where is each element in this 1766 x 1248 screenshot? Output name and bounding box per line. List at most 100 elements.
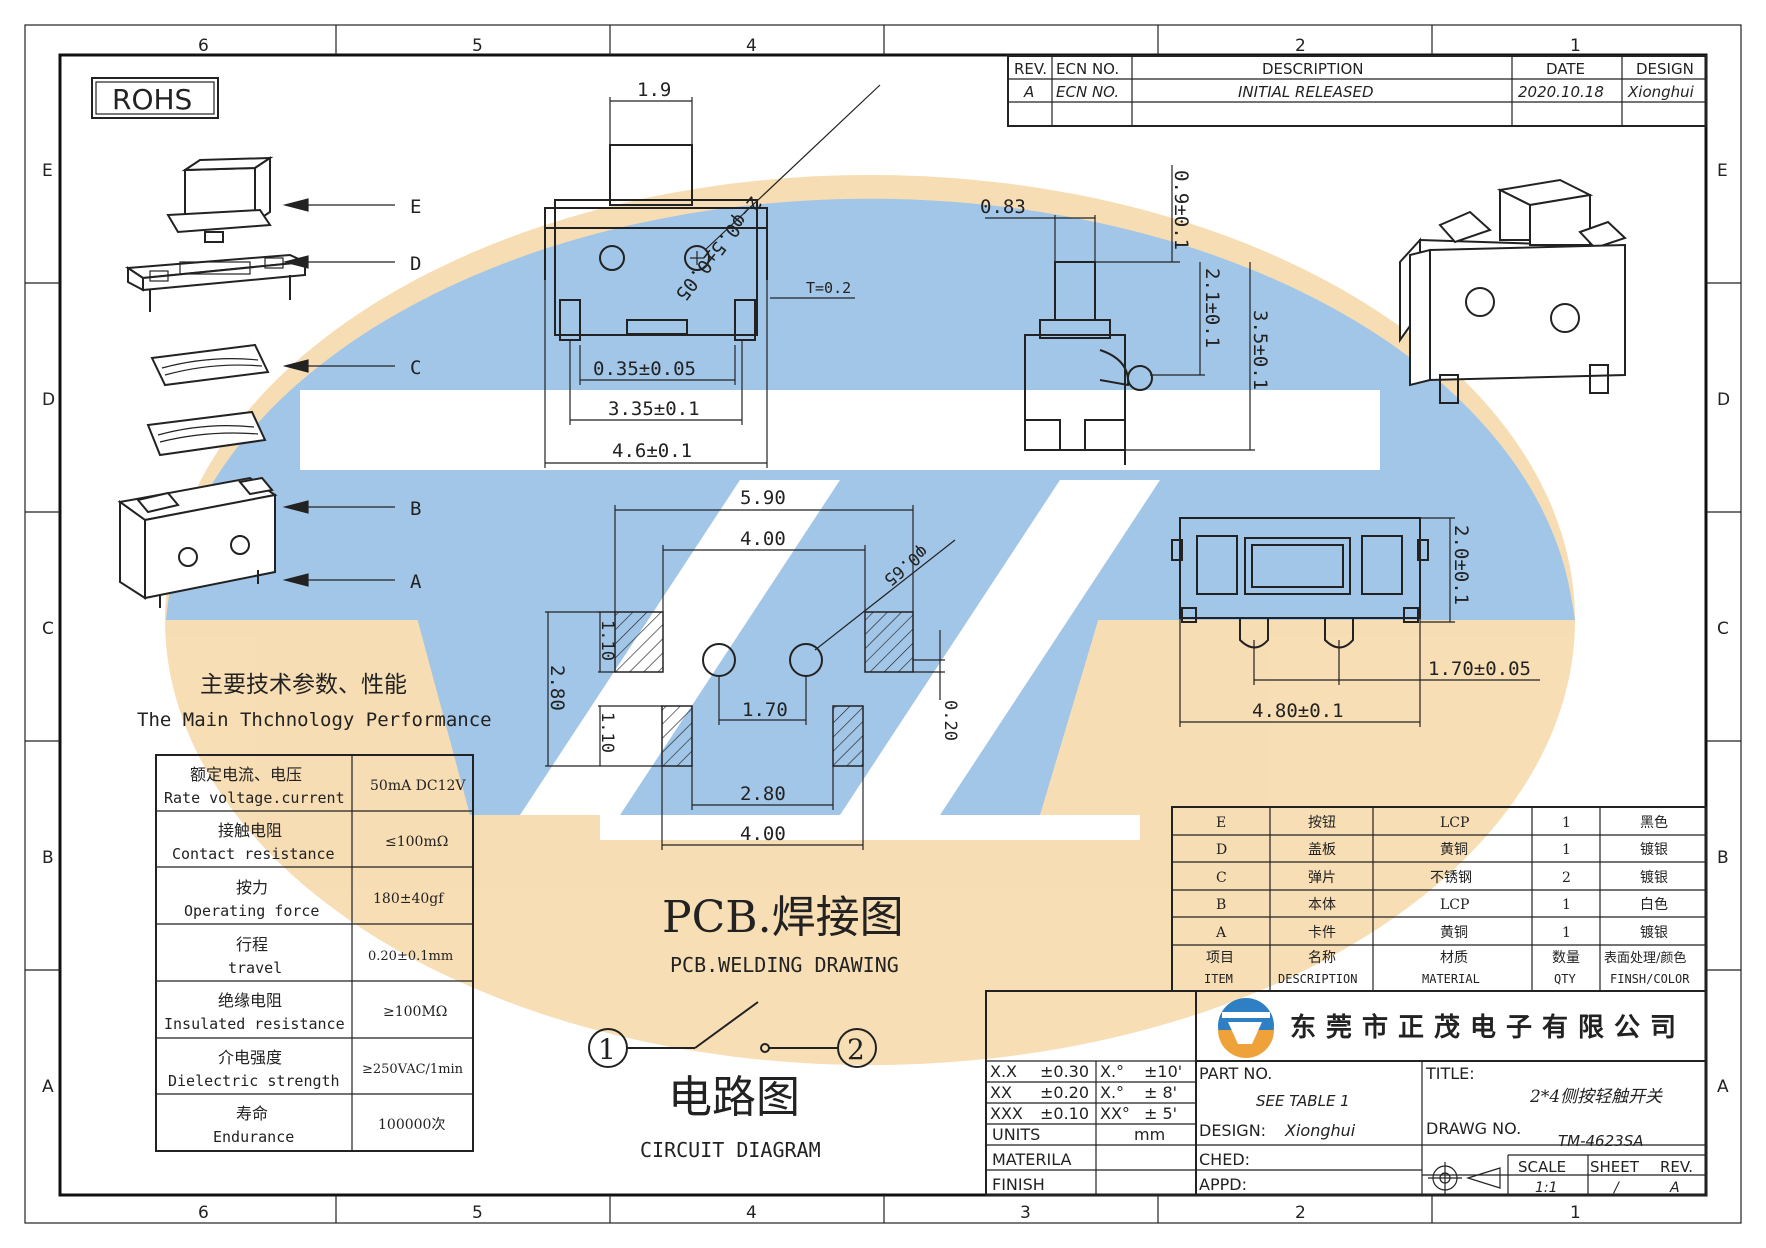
bom-cell: 盖板 — [1308, 842, 1336, 858]
bom-cell: D — [1216, 842, 1227, 858]
tol-cell: ± 8' — [1144, 1083, 1177, 1102]
pcb-pad — [864, 611, 914, 673]
spec-en: Contact resistance — [172, 845, 335, 863]
tol-cell: X.° — [1100, 1083, 1124, 1102]
dim-4-80: 4.80±0.1 — [1252, 700, 1344, 722]
bom-header-cn: 项目 — [1206, 950, 1234, 966]
bom-cell: 1 — [1562, 897, 1571, 913]
grid-col-3-bottom: 3 — [1020, 1203, 1031, 1223]
spec-value: 0.20±0.1mm — [368, 949, 453, 964]
bom-cell: B — [1216, 897, 1226, 913]
design-value: Xionghui — [1627, 83, 1695, 101]
spec-value: 50mA DC12V — [370, 778, 466, 794]
grid-col-5-bottom: 5 — [472, 1203, 483, 1223]
bom-header-en: ITEM — [1204, 972, 1233, 986]
materila-label: MATERILA — [992, 1150, 1072, 1169]
dim-2-80-vertical: 2.80 — [546, 665, 568, 711]
bom-table: E 按钮 LCP 1 黑色 D 盖板 黄铜 1 镀银 C 弹片 不锈钢 2 镀银… — [1171, 806, 1707, 992]
pcb-pad — [832, 705, 864, 767]
rohs-box — [91, 77, 219, 119]
spec-value: ≤100mΩ — [385, 834, 448, 850]
grid-row-a-right: A — [1717, 1077, 1729, 1097]
dim-1-10-top: 1.10 — [597, 620, 617, 661]
description-header: DESCRIPTION — [1262, 60, 1364, 78]
grid-col-1-bottom: 1 — [1570, 1203, 1581, 1223]
bom-cell: LCP — [1440, 815, 1469, 831]
isometric-view — [1399, 178, 1627, 404]
spec-cn: 按力 — [236, 878, 268, 897]
bom-cell: 1 — [1562, 815, 1571, 831]
grid-row-c-left: C — [42, 619, 54, 639]
spec-cn: 额定电流、电压 — [190, 765, 302, 784]
units-label: UNITS — [992, 1125, 1040, 1144]
pcb-pad — [661, 705, 693, 767]
description-value: INITIAL RELEASED — [1238, 83, 1374, 101]
outer-frame — [24, 24, 1742, 1224]
dim-3-35: 3.35±0.1 — [608, 398, 700, 420]
dim-0-20: 0.20 — [940, 700, 960, 741]
ecn-value: ECN NO. — [1056, 83, 1119, 101]
tol-cell: ±0.20 — [1040, 1083, 1089, 1102]
design-value: Xionghui — [1284, 1121, 1356, 1140]
tol-cell: ±10' — [1144, 1062, 1182, 1081]
bom-header-cn: 数量 — [1552, 950, 1580, 966]
callout-d: D — [410, 253, 421, 275]
date-header: DATE — [1546, 60, 1585, 78]
rev-header: REV. — [1014, 60, 1047, 78]
pcb-welding-drawing: 1.70 5.90 4.00 1.10 2.80 1.10 φ0.65 0.20… — [545, 487, 960, 977]
bom-header-en: DESCRIPTION — [1278, 972, 1357, 986]
spec-cn: 寿命 — [236, 1104, 268, 1123]
company-logo — [1218, 998, 1274, 1058]
dim-3-5: 3.5±0.1 — [1249, 310, 1271, 390]
spec-value: ≥250VAC/1min — [362, 1062, 464, 1077]
ched-label: CHED: — [1199, 1150, 1250, 1169]
spec-en: Endurance — [213, 1128, 294, 1146]
grid-labels: 6 5 4 2 1 6 5 4 3 2 1 E D C B A E D C B … — [42, 36, 1730, 1223]
spec-en: Dielectric strength — [168, 1072, 340, 1090]
pcb-title-cn: PCB.焊接图 — [662, 892, 904, 943]
bom-cell: 镀银 — [1640, 924, 1668, 941]
bom-cell: 本体 — [1308, 897, 1336, 913]
bom-cell: 黄铜 — [1440, 924, 1468, 941]
appd-label: APPD: — [1199, 1175, 1247, 1194]
grid-col-5-top: 5 — [472, 36, 483, 56]
tol-cell: XXX — [990, 1104, 1023, 1123]
dim-1-9: 1.9 — [637, 79, 671, 101]
grid-col-2-bottom: 2 — [1295, 1203, 1306, 1223]
dim-2-80-horizontal: 2.80 — [740, 783, 786, 805]
bottom-view: 2.0±0.1 1.70±0.05 4.80±0.1 — [1171, 517, 1540, 727]
design-label: DESIGN: — [1199, 1121, 1266, 1140]
revision-table: REV. ECN NO. DESCRIPTION DATE DESIGN A E… — [1007, 55, 1707, 127]
grid-row-d-right: D — [1717, 390, 1730, 410]
dim-4-6: 4.6±0.1 — [612, 440, 692, 462]
dim-0-83: 0.83 — [980, 196, 1026, 218]
side-view: 0.83 0.9±0.1 2.1±0.1 3.5±0.1 — [980, 165, 1271, 465]
circuit-node-1: 1 — [598, 1033, 616, 1066]
part-no-value: SEE TABLE 1 — [1256, 1092, 1350, 1110]
tol-cell: X.° — [1100, 1062, 1124, 1081]
dim-0-9: 0.9±0.1 — [1170, 170, 1192, 250]
tol-cell: XX° — [1100, 1104, 1130, 1123]
part-no-label: PART NO. — [1199, 1064, 1272, 1083]
grid-row-d-left: D — [42, 390, 55, 410]
bom-cell: A — [1215, 925, 1227, 941]
dim-2-0: 2.0±0.1 — [1450, 525, 1472, 605]
circuit-title-en: CIRCUIT DIAGRAM — [640, 1138, 821, 1162]
bom-header-cn: 材质 — [1440, 950, 1468, 966]
bom-cell: 镀银 — [1640, 869, 1668, 886]
pcb-title-en: PCB.WELDING DRAWING — [670, 953, 899, 977]
date-value: 2020.10.18 — [1518, 83, 1604, 101]
grid-col-1-top: 1 — [1570, 36, 1581, 56]
spec-en: Rate voltage.current — [164, 789, 345, 807]
spec-en: Operating force — [184, 902, 319, 920]
grid-col-6-bottom: 6 — [198, 1203, 209, 1223]
exploded-view: E D C B A — [117, 156, 422, 608]
finish-label: FINISH — [992, 1175, 1045, 1194]
bom-cell: 镀银 — [1640, 841, 1668, 858]
spec-en: Insulated resistance — [164, 1015, 345, 1033]
dim-0-35: 0.35±0.05 — [593, 358, 696, 380]
spec-cn: 介电强度 — [218, 1048, 282, 1067]
bom-cell: LCP — [1440, 897, 1469, 913]
ecn-header: ECN NO. — [1056, 60, 1119, 78]
drawg-no-label: DRAWG NO. — [1426, 1119, 1521, 1138]
